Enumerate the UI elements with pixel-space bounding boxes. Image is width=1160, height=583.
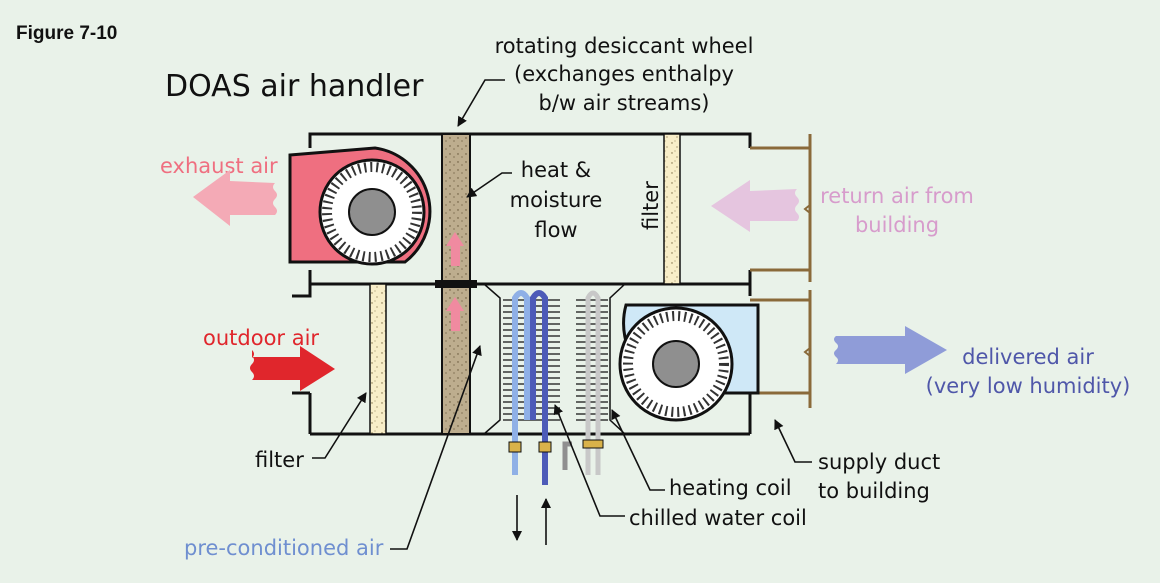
leader-lines [312, 79, 812, 550]
chilled-valve-2 [538, 441, 552, 453]
heat-arrow-up-2 [451, 309, 460, 331]
wheel-label-line1: rotating desiccant wheel [495, 34, 754, 58]
return-filter [663, 133, 681, 285]
outdoor-air-arrow [250, 346, 335, 391]
filter-return-label: filter [639, 181, 663, 230]
wheel-label-line3: b/w air streams) [539, 91, 710, 115]
filter-outdoor-leader [312, 392, 367, 459]
diagram-title: DOAS air handler [165, 69, 424, 104]
supply-duct-label-line1: supply duct [818, 450, 940, 474]
preconditioned-air-label: pre-conditioned air [184, 536, 384, 560]
chilled-return-tube [530, 290, 548, 485]
heat-moisture-line1: heat & [521, 158, 591, 182]
chilled-coil-leader [553, 404, 625, 517]
heat-moisture-line2: moisture [510, 188, 603, 212]
return-air-arrow [711, 180, 799, 232]
chilled-supply-tube [512, 290, 530, 475]
heat-moisture-line3: flow [534, 218, 577, 242]
heating-coil [562, 290, 608, 475]
heating-coil-label: heating coil [669, 476, 792, 500]
chilled-water-coil [503, 290, 560, 485]
heating-tube-1 [585, 290, 601, 475]
heat-arrow-up-1 [451, 244, 460, 266]
delivered-air-label-line2: (very low humidity) [926, 374, 1131, 398]
supply-duct [750, 290, 812, 408]
figure-label: Figure 7-10 [16, 23, 117, 44]
outdoor-air-label: outdoor air [203, 326, 319, 350]
filter-outdoor-label: filter [255, 448, 304, 472]
desiccant-wheel [435, 133, 477, 435]
heating-coil-leader [611, 409, 665, 491]
exhaust-fan [288, 146, 432, 266]
return-air-label-line2: building [855, 213, 939, 237]
exhaust-air-arrow [193, 170, 277, 226]
delivered-air-arrow [834, 326, 947, 374]
supply-duct-leader [774, 419, 812, 463]
supply-fan [618, 303, 760, 422]
water-flow-arrows [512, 495, 551, 545]
exhaust-air-label: exhaust air [160, 154, 278, 178]
supply-fan-hub [652, 340, 700, 388]
wheel-seal [435, 280, 477, 288]
heating-valve [582, 439, 604, 449]
wheel-label-line2: (exchanges enthalpy [514, 62, 734, 86]
chilled-water-coil-label: chilled water coil [629, 506, 807, 530]
heating-tube-stub [562, 441, 572, 470]
exhaust-fan-hub [348, 188, 396, 236]
coil-enclosure [483, 283, 626, 435]
return-duct [750, 134, 812, 282]
supply-duct-label-line2: to building [818, 479, 930, 503]
delivered-air-label-line1: delivered air [962, 345, 1094, 369]
heat-flow-leader [466, 172, 512, 198]
return-air-label-line1: return air from [820, 184, 974, 208]
outdoor-filter [369, 283, 387, 435]
wheel-leader [457, 79, 505, 127]
chilled-valve-1 [508, 441, 522, 453]
precond-air-leader [390, 345, 482, 550]
